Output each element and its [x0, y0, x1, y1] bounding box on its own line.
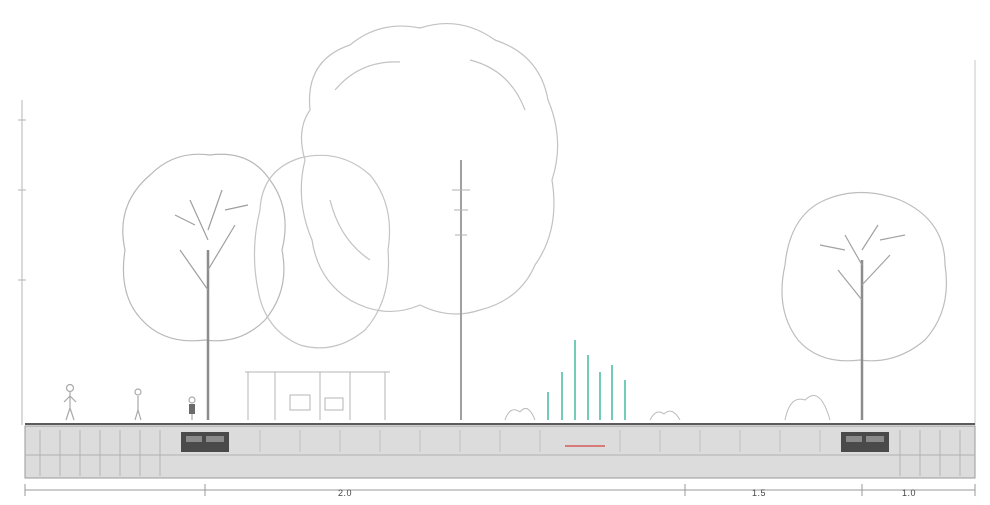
left-height-scale: [18, 100, 26, 425]
curb-block-left: [181, 432, 229, 452]
center-left-tree-canopy: [253, 154, 391, 349]
right-deciduous-tree: [781, 191, 948, 420]
curb-block-right: [841, 432, 889, 452]
person-icon-3: [188, 396, 196, 420]
person-icon-1: [63, 383, 77, 421]
dimension-label-2: 1.5: [752, 488, 767, 498]
pergola-structure: [245, 371, 390, 420]
tall-trunk-tree: [452, 160, 470, 420]
large-tree-canopy: [300, 23, 559, 315]
person-icon-2: [134, 388, 142, 421]
left-deciduous-tree: [122, 153, 286, 420]
dimension-label-3: 1.0: [902, 488, 917, 498]
dimension-label-1: 2.0: [338, 488, 353, 498]
planting-grasses: [547, 340, 626, 420]
ground-section: [24, 423, 976, 479]
person-silhouettes: [63, 383, 196, 421]
dimension-line: [24, 484, 976, 496]
shrubs: [504, 395, 831, 421]
